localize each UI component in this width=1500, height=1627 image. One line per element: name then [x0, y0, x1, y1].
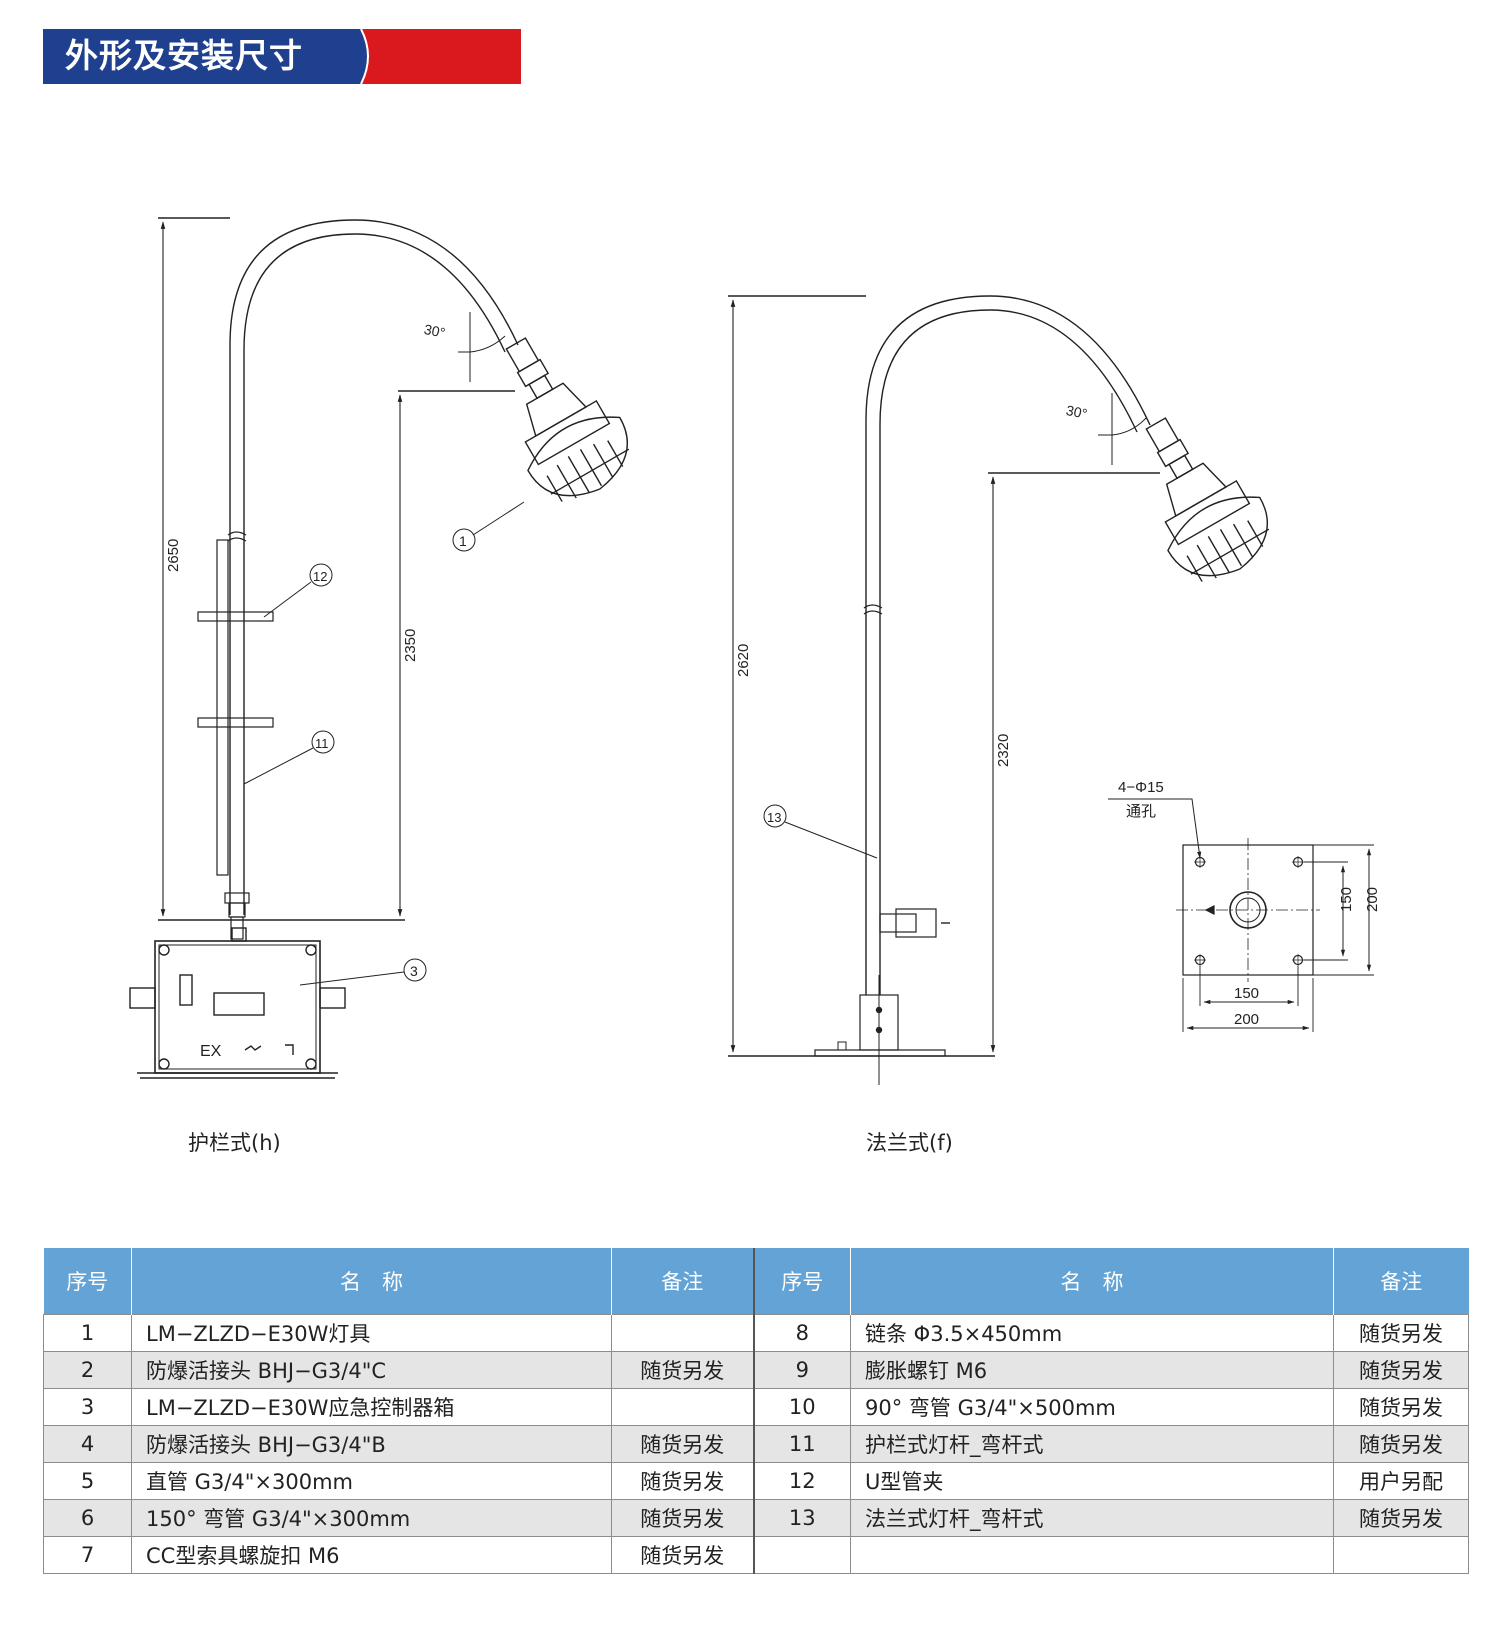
flange-figure: 2620 2320 30° 13 [728, 295, 1270, 1085]
cell-name: 护栏式灯杆_弯杆式 [850, 1425, 1334, 1463]
cell-note: 随货另发 [611, 1536, 754, 1574]
dim-2650: 2650 [165, 539, 182, 572]
u-clamp-lower [197, 717, 274, 728]
col-header-no-2: 序号 [752, 1248, 851, 1315]
cell-note [1333, 1536, 1469, 1574]
cell-no [752, 1536, 851, 1574]
cell-name: CC型索具螺旋扣 M6 [131, 1536, 612, 1574]
cell-name: LM−ZLZD−E30W灯具 [131, 1314, 612, 1352]
base-plate-detail: 4−Φ15 通孔 150 200 150 200 [1108, 779, 1381, 1032]
cell-note: 随货另发 [611, 1425, 754, 1463]
angle-label-left: 30° [423, 321, 447, 341]
callout-1: 1 [459, 533, 467, 549]
cell-note: 随货另发 [611, 1499, 754, 1537]
cell-note [611, 1388, 754, 1426]
cell-name: 膨胀螺钉 M6 [850, 1351, 1334, 1389]
cell-no: 4 [43, 1425, 132, 1463]
cell-no: 12 [752, 1462, 851, 1500]
caption-guardrail: 护栏式(h) [188, 1131, 281, 1155]
ex-mark: EX [200, 1043, 222, 1060]
hole-type: 通孔 [1126, 803, 1156, 820]
cell-name: 防爆活接头 BHJ−G3/4"B [131, 1425, 612, 1463]
u-clamp-upper [197, 611, 274, 622]
guardrail-lamp-head [505, 337, 630, 502]
cell-name: LM−ZLZD−E30W应急控制器箱 [131, 1388, 612, 1426]
dim-2320: 2320 [995, 734, 1012, 767]
caption-flange: 法兰式(f) [866, 1131, 953, 1155]
parts-table: 序号 名 称 备注 序号 名 称 备注 1 LM−ZLZD−E30W灯具 8 链… [43, 1248, 1469, 1574]
col-header-name-2: 名 称 [850, 1248, 1334, 1315]
cell-no: 3 [43, 1388, 132, 1426]
flange-plate [814, 1049, 946, 1057]
cell-no: 7 [43, 1536, 132, 1574]
cell-no: 6 [43, 1499, 132, 1537]
installation-drawing: EX 2650 2350 30° 1 12 11 3 [129, 217, 1381, 1085]
col-header-name: 名 称 [131, 1248, 612, 1315]
hole-spec: 4−Φ15 [1118, 779, 1164, 796]
dim-outer-height: 200 [1364, 887, 1381, 912]
cell-note: 随货另发 [611, 1351, 754, 1389]
guardrail-figure: EX 2650 2350 30° 1 12 11 3 [129, 217, 630, 1079]
col-header-no: 序号 [43, 1248, 132, 1315]
cell-note: 随货另发 [1333, 1388, 1469, 1426]
cell-note: 随货另发 [1333, 1499, 1469, 1537]
table-header-row: 序号 名 称 备注 序号 名 称 备注 [43, 1248, 1469, 1315]
cell-no: 5 [43, 1462, 132, 1500]
dim-inner-width: 150 [1234, 985, 1259, 1002]
cell-name: 法兰式灯杆_弯杆式 [850, 1499, 1334, 1537]
cell-name: 链条 Φ3.5×450mm [850, 1314, 1334, 1352]
cell-no: 11 [752, 1425, 851, 1463]
cell-name: 90° 弯管 G3/4"×500mm [850, 1388, 1334, 1426]
cell-no: 8 [752, 1314, 851, 1352]
guardrail-post [216, 539, 229, 876]
section-title: 外形及安装尺寸 [65, 36, 303, 75]
section-banner: 外形及安装尺寸 [43, 29, 521, 84]
dim-2350: 2350 [402, 629, 419, 662]
table-row: 3 LM−ZLZD−E30W应急控制器箱 10 90° 弯管 G3/4"×500… [43, 1388, 1469, 1426]
cell-note: 随货另发 [1333, 1425, 1469, 1463]
cell-no: 2 [43, 1351, 132, 1389]
callout-13: 13 [767, 810, 781, 825]
cell-note [611, 1314, 754, 1352]
angle-label-right: 30° [1065, 402, 1089, 422]
table-row: 5 直管 G3/4"×300mm 随货另发 12 U型管夹 用户另配 [43, 1462, 1469, 1500]
dim-inner-height: 150 [1338, 887, 1355, 912]
callout-3: 3 [410, 963, 418, 979]
callout-12: 12 [313, 569, 327, 584]
table-row: 4 防爆活接头 BHJ−G3/4"B 随货另发 11 护栏式灯杆_弯杆式 随货另… [43, 1425, 1469, 1463]
callout-11: 11 [315, 736, 329, 751]
col-header-note-2: 备注 [1333, 1248, 1469, 1315]
cell-note: 用户另配 [1333, 1462, 1469, 1500]
table-row: 2 防爆活接头 BHJ−G3/4"C 随货另发 9 膨胀螺钉 M6 随货另发 [43, 1351, 1469, 1389]
banner-background [43, 29, 521, 84]
dim-outer-width: 200 [1234, 1011, 1259, 1028]
cell-name [850, 1536, 1334, 1574]
flange-pole [865, 295, 1151, 995]
cell-name: 防爆活接头 BHJ−G3/4"C [131, 1351, 612, 1389]
cell-no: 13 [752, 1499, 851, 1537]
table-row: 6 150° 弯管 G3/4"×300mm 随货另发 13 法兰式灯杆_弯杆式 … [43, 1499, 1469, 1537]
cell-name: 150° 弯管 G3/4"×300mm [131, 1499, 612, 1537]
flange-lamp-head [1145, 417, 1270, 582]
cell-no: 10 [752, 1388, 851, 1426]
cell-note: 随货另发 [611, 1462, 754, 1500]
dim-2620: 2620 [735, 644, 752, 677]
cell-name: U型管夹 [850, 1462, 1334, 1500]
cell-note: 随货另发 [1333, 1351, 1469, 1389]
cell-no: 1 [43, 1314, 132, 1352]
guardrail-pole [229, 219, 519, 915]
col-header-note: 备注 [611, 1248, 754, 1315]
table-row: 1 LM−ZLZD−E30W灯具 8 链条 Φ3.5×450mm 随货另发 [43, 1314, 1469, 1352]
cell-note: 随货另发 [1333, 1314, 1469, 1352]
control-box [129, 927, 346, 1079]
cell-no: 9 [752, 1351, 851, 1389]
table-row: 7 CC型索具螺旋扣 M6 随货另发 [43, 1536, 1469, 1574]
cell-name: 直管 G3/4"×300mm [131, 1462, 612, 1500]
